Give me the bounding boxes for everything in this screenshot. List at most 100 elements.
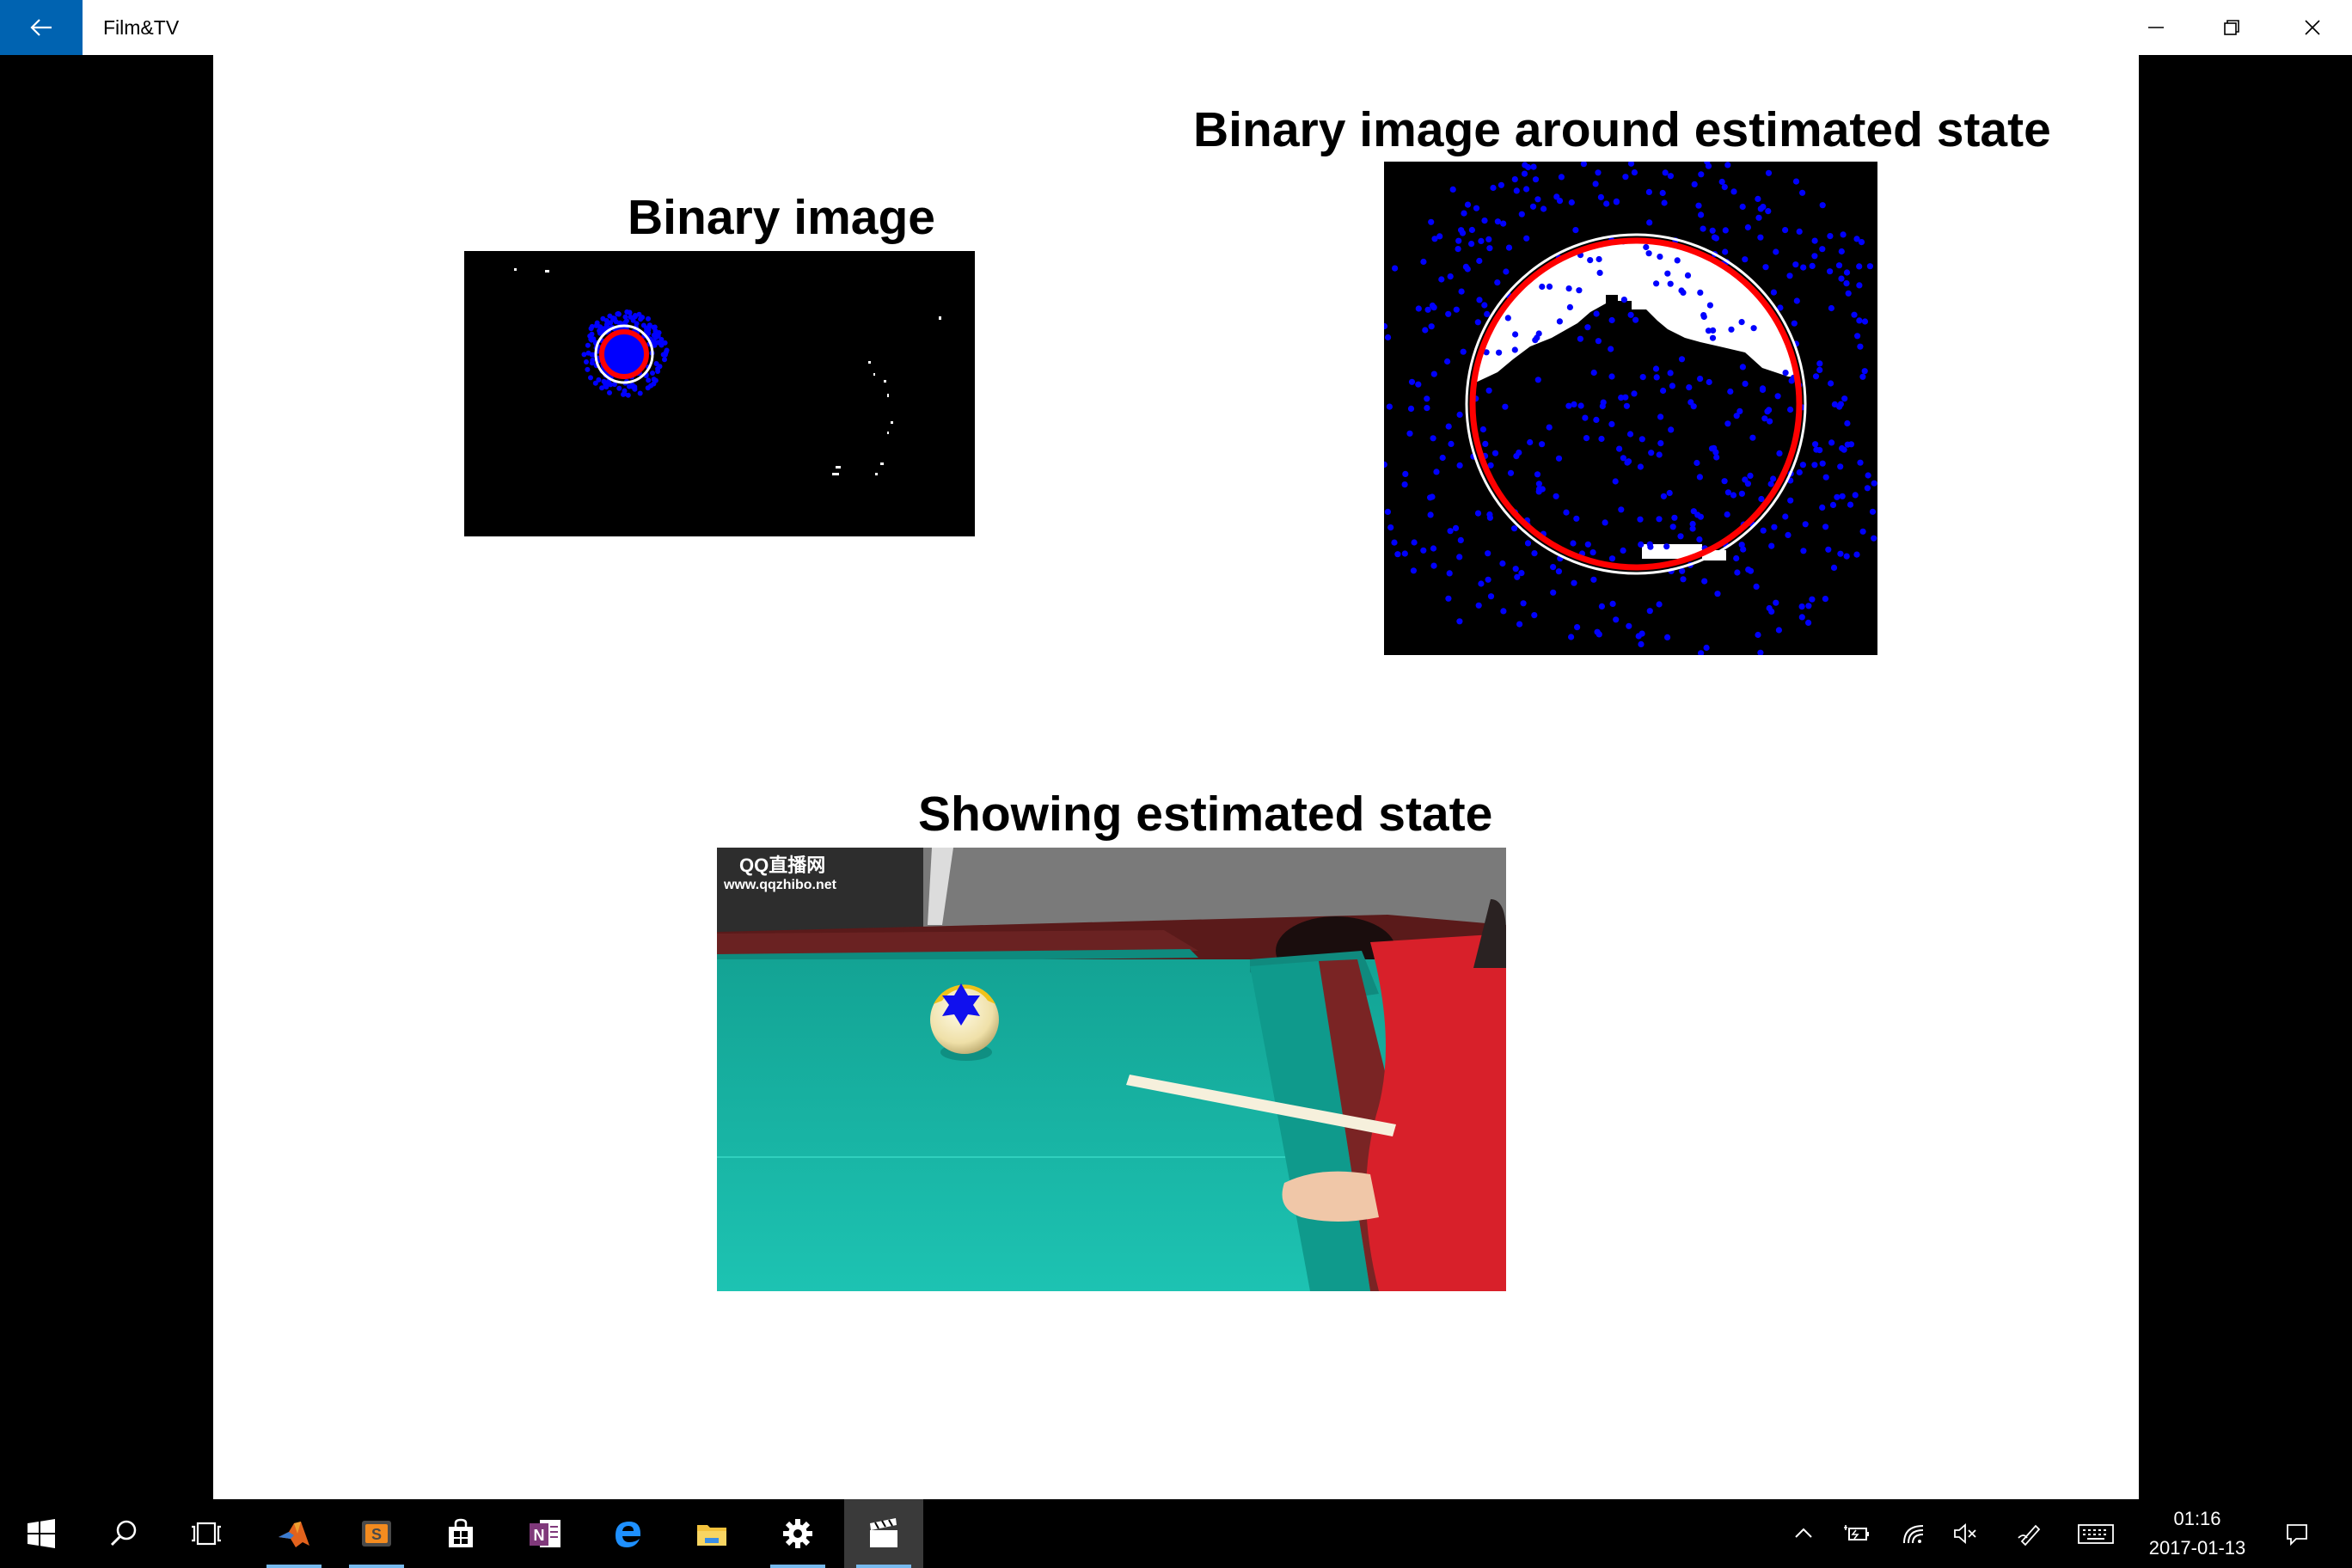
particle: [1592, 181, 1599, 187]
particle: [1626, 622, 1632, 629]
particle: [623, 318, 629, 324]
particle: [1392, 265, 1399, 272]
particle: [1859, 528, 1866, 535]
particle: [1455, 246, 1461, 253]
particle: [592, 380, 598, 386]
particle: [1799, 462, 1806, 469]
particle: [1401, 550, 1408, 557]
minimize-button[interactable]: [2116, 0, 2196, 55]
particle: [1750, 325, 1757, 332]
particle: [1476, 257, 1483, 265]
particle: [1768, 608, 1775, 616]
touch-keyboard-button[interactable]: [2073, 1499, 2118, 1568]
particle: [1843, 280, 1850, 287]
particle: [1834, 493, 1841, 500]
particle: [1664, 634, 1671, 641]
particle: [1456, 462, 1463, 469]
particle: [607, 389, 612, 395]
restore-button[interactable]: [2192, 0, 2271, 55]
particle: [1476, 297, 1483, 303]
particle: [1791, 320, 1798, 327]
clock[interactable]: 01:16 2017-01-13: [2128, 1499, 2266, 1568]
particle: [1816, 360, 1823, 367]
particle: [1645, 250, 1652, 257]
search-button[interactable]: [84, 1499, 163, 1568]
particle: [1852, 492, 1859, 499]
particle: [1609, 600, 1616, 607]
clock-date: 2017-01-13: [2148, 1537, 2246, 1559]
taskbar-film-tv[interactable]: [844, 1499, 923, 1568]
particle: [1828, 304, 1834, 312]
particle: [1831, 401, 1838, 407]
taskbar-matlab[interactable]: [254, 1499, 334, 1568]
particle: [1573, 515, 1580, 522]
particle: [1490, 184, 1497, 192]
watermark-url: www.qqzhibo.net: [723, 878, 837, 892]
particle: [1660, 387, 1667, 395]
taskbar-store[interactable]: [421, 1499, 500, 1568]
back-button[interactable]: [0, 0, 83, 55]
particle: [645, 385, 651, 391]
task-view-icon: [192, 1522, 221, 1546]
action-center-button[interactable]: [2273, 1499, 2321, 1568]
particle: [1436, 233, 1443, 240]
taskbar-edge[interactable]: [588, 1499, 667, 1568]
svg-text:N: N: [534, 1527, 545, 1544]
taskbar-settings[interactable]: [758, 1499, 837, 1568]
network-button[interactable]: [1895, 1499, 1932, 1568]
volume-button[interactable]: [1946, 1499, 1984, 1568]
start-button[interactable]: [2, 1499, 81, 1568]
start-icon: [28, 1519, 55, 1548]
particle: [1402, 470, 1409, 477]
particle: [1777, 304, 1784, 311]
particle: [1594, 628, 1601, 635]
particle: [1798, 603, 1805, 610]
windows-ink-button[interactable]: [2010, 1499, 2049, 1568]
taskbar-onenote[interactable]: N: [505, 1499, 585, 1568]
particle: [1643, 243, 1650, 251]
particle: [1761, 415, 1768, 422]
taskbar-sublime[interactable]: S: [337, 1499, 416, 1568]
particle: [1596, 255, 1602, 263]
particle: [1593, 416, 1600, 423]
particle: [1847, 501, 1854, 508]
battery-button[interactable]: [1838, 1499, 1876, 1568]
particle: [1828, 439, 1835, 446]
close-button[interactable]: [2273, 0, 2352, 55]
particle: [1857, 459, 1864, 466]
particle: [1825, 546, 1832, 553]
particle: [1667, 370, 1674, 377]
particle: [1724, 162, 1731, 168]
particle: [1759, 386, 1767, 394]
particle: [1620, 297, 1627, 303]
particle: [1646, 541, 1653, 548]
particle: [1462, 263, 1469, 270]
particle: [1856, 263, 1863, 270]
particle: [1473, 205, 1480, 211]
particle: [587, 333, 593, 339]
particle: [1456, 554, 1463, 560]
particle: [1626, 431, 1634, 438]
particle: [1555, 455, 1563, 462]
particle: [660, 352, 666, 358]
particle: [1724, 420, 1731, 427]
particle: [632, 314, 638, 320]
taskbar-file-explorer[interactable]: [672, 1499, 751, 1568]
particle: [646, 327, 652, 333]
particle: [1415, 305, 1422, 312]
particle: [1474, 510, 1482, 517]
particle: [1671, 514, 1678, 521]
particle: [651, 381, 657, 387]
particle: [1620, 547, 1626, 554]
particle: [1690, 403, 1697, 410]
particle: [1753, 583, 1760, 590]
task-view-button[interactable]: [167, 1499, 246, 1568]
particle: [1851, 311, 1858, 318]
particle: [1812, 373, 1820, 380]
video-player[interactable]: Binary image Binary image around es: [0, 55, 2352, 1499]
particle: [640, 322, 646, 328]
show-hidden-icons-button[interactable]: [1786, 1499, 1821, 1568]
particle: [1420, 258, 1427, 266]
particle: [1822, 596, 1828, 603]
particle: [1698, 211, 1705, 218]
